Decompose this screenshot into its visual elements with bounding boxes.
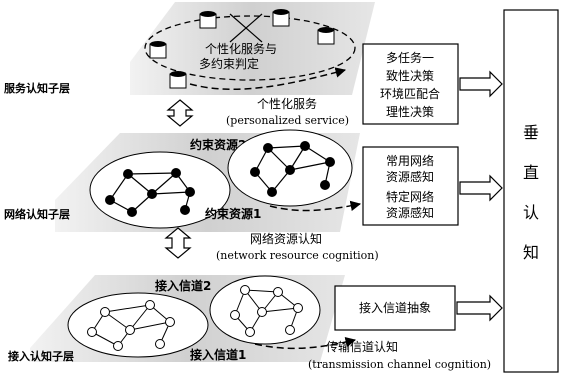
network-box-line-4: 资源感知 <box>386 205 434 220</box>
service-layer: 个性化服务与 多约束判定 服务认知子层 个性化服务 (personalized … <box>4 9 459 127</box>
service-node-4 <box>317 27 335 45</box>
service-layer-name: 服务认知子层 <box>4 81 70 95</box>
access-right-nodes <box>230 285 303 337</box>
service-box-line-2: 致性决策 <box>386 69 434 83</box>
network-constraint-1-label: 约束资源1 <box>205 206 261 221</box>
access-dashed-arrow <box>254 336 357 350</box>
network-perception-box <box>362 146 459 226</box>
vertical-char-2: 直 <box>523 163 539 182</box>
service-node-1 <box>149 41 167 59</box>
service-box-line-3: 环境匹配合 <box>380 86 440 101</box>
network-dashed-arrow <box>269 200 362 212</box>
access-caption-en: (transmission channel cognition) <box>308 358 491 371</box>
service-box-line-1: 多任务一 <box>386 50 434 65</box>
service-dashed-arrow <box>189 67 347 91</box>
service-to-vertical-arrow <box>459 70 503 98</box>
access-channel-2-label: 接入信道2 <box>155 278 211 293</box>
service-node-5 <box>169 71 187 89</box>
service-node-3 <box>272 9 290 27</box>
vertical-char-1: 垂 <box>523 123 539 142</box>
service-inner-label-1: 个性化服务与 <box>205 41 277 56</box>
access-layer: 接入信道2 <box>8 275 491 371</box>
network-layer-name: 网络认知子层 <box>4 207 70 221</box>
network-left-links <box>109 172 191 213</box>
access-layer-name: 接入认知子层 <box>8 349 74 363</box>
network-constraint-2-label: 约束资源2 <box>190 137 246 152</box>
service-box-line-4: 理性决策 <box>386 105 434 119</box>
service-layer-band <box>130 2 375 95</box>
service-dashed-ring <box>144 15 356 81</box>
network-to-vertical-arrow <box>459 174 503 202</box>
network-right-nodes <box>250 141 335 197</box>
network-caption-en: (network resource cognition) <box>216 249 379 262</box>
access-channel-1-label: 接入信道1 <box>190 347 246 362</box>
service-caption-cn: 个性化服务 <box>257 96 317 111</box>
access-left-nodes <box>87 300 175 351</box>
service-node-2 <box>199 11 217 29</box>
network-caption-cn: 网络资源认知 <box>250 231 322 246</box>
access-to-vertical-arrow <box>456 294 503 322</box>
service-caption-en: (personalized service) <box>226 114 349 127</box>
access-left-cluster <box>67 292 209 358</box>
network-left-nodes <box>105 168 195 217</box>
connector-arrows <box>456 70 503 322</box>
vertical-char-4: 知 <box>523 243 539 262</box>
access-abstraction-box <box>334 285 456 331</box>
service-inner-label-2: 多约束判定 <box>199 56 259 71</box>
access-box-text: 接入信道抽象 <box>359 300 431 315</box>
network-access-double-arrow <box>164 227 192 259</box>
service-decision-box <box>362 43 459 125</box>
network-box-line-1: 常用网络 <box>386 153 434 168</box>
network-layer: 约束资源2 <box>4 129 459 262</box>
vertical-cognition-column: 垂 直 认 知 <box>503 9 559 373</box>
vertical-char-3: 认 <box>523 203 539 222</box>
access-caption-cn: 传输信道认知 <box>326 339 398 354</box>
network-box-line-2: 资源感知 <box>386 169 434 184</box>
service-network-double-arrow <box>166 99 194 127</box>
network-box-line-3: 特定网络 <box>386 189 434 204</box>
service-cross-line-b <box>229 13 263 43</box>
